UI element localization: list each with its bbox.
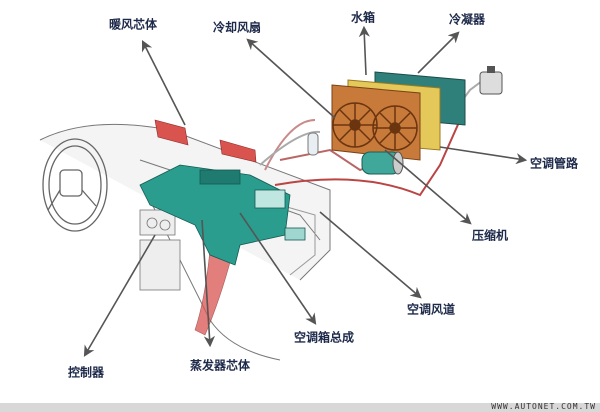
label-ac-box-assembly: 空调箱总成 xyxy=(293,330,355,345)
arrow-cooling-fan xyxy=(246,38,336,119)
label-ac-pipes: 空调管路 xyxy=(529,156,579,171)
cooling-fans xyxy=(332,102,418,151)
footer-bar xyxy=(0,403,600,412)
watermark: WWW.AUTONET.COM.TW xyxy=(491,402,596,411)
arrow-evaporator xyxy=(201,219,216,348)
arrow-controller xyxy=(83,234,156,357)
label-cooling-fan: 冷却风扇 xyxy=(212,20,262,35)
heater-ducts xyxy=(154,119,257,336)
label-compressor: 压缩机 xyxy=(471,228,509,243)
label-heater-core: 暖风芯体 xyxy=(108,17,158,32)
center-console xyxy=(139,209,181,291)
receiver-drier xyxy=(307,132,319,156)
label-radiator: 水箱 xyxy=(350,10,376,25)
arrow-ac-box xyxy=(239,212,317,325)
callout-arrows xyxy=(83,25,528,357)
steering-wheel xyxy=(42,138,108,232)
arrow-radiator xyxy=(358,25,370,76)
label-controller: 控制器 xyxy=(67,365,105,380)
label-condenser: 冷凝器 xyxy=(448,12,486,27)
arrow-compressor xyxy=(384,149,472,225)
compressor xyxy=(361,151,404,175)
reservoir xyxy=(479,66,503,95)
label-ac-duct: 空调风道 xyxy=(406,302,456,317)
arrow-ac-duct xyxy=(319,211,422,299)
arrow-heater-core xyxy=(141,40,186,126)
ac-box-assembly xyxy=(139,164,306,266)
arrow-ac-pipes xyxy=(439,146,528,165)
label-evaporator-core: 蒸发器芯体 xyxy=(189,358,251,373)
arrow-condenser xyxy=(417,31,460,74)
